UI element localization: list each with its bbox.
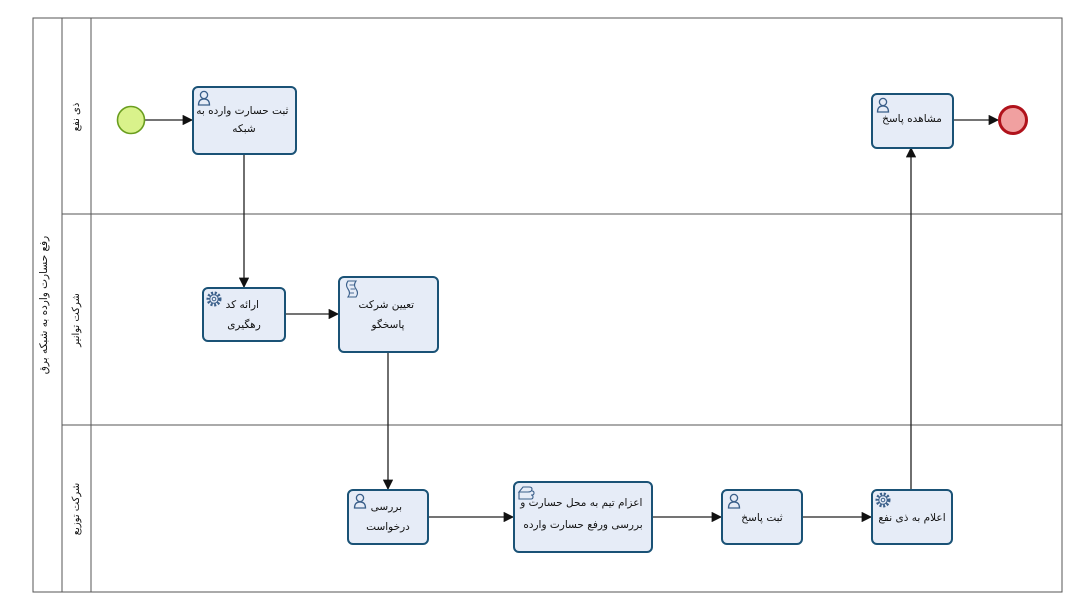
svg-text:اعزام تیم به محل حسارت و: اعزام تیم به محل حسارت و بررسی ورفع حسار… (519, 497, 646, 531)
lane-tavanir: شرکت توانیر (71, 293, 82, 348)
user-icon (197, 90, 211, 106)
script-icon (345, 280, 359, 298)
task-label-line: اعزام تیم به محل حسارت و (519, 497, 642, 509)
user-icon (876, 97, 890, 113)
sequence-flows (145, 114, 1000, 523)
task-dispatch-team[interactable]: اعزام تیم به محل حسارت و بررسی ورفع حسار… (513, 481, 653, 553)
task-label-line: بررسی ورفع حسارت وارده (523, 519, 642, 531)
task-tracking-code[interactable]: ارائه کد رهگیری (202, 287, 286, 342)
pool-border (32, 17, 1063, 593)
task-assign-company[interactable]: تعیین شرکت پاسخگو (338, 276, 439, 353)
svg-text:بررسی درخواست: بررسی درخواست (366, 501, 410, 533)
lane-label: شرکت توانیر (71, 293, 82, 348)
lanes: ذی نفع شرکت توانیر شرکت توزیع (62, 18, 1062, 592)
user-icon (727, 493, 741, 509)
svg-text:تعیین شرکت پاسخگو: تعیین شرکت پاسخگو (359, 299, 418, 331)
task-label-line: پاسخگو (371, 318, 405, 331)
task-label-line: ارائه کد (226, 299, 259, 311)
svg-text:ارائه کد رهگیری: ارائه کد رهگیری (226, 299, 263, 331)
svg-text:اعلام به ذی نفع: اعلام به ذی نفع (878, 512, 945, 524)
task-label-line: مشاهده پاسخ (882, 113, 942, 125)
gear-icon (206, 291, 222, 307)
task-label-line: درخواست (366, 521, 410, 533)
start-event[interactable] (116, 105, 146, 135)
task-label-line: ثبت حسارت وارده به (196, 105, 288, 117)
gear-icon (875, 492, 891, 508)
svg-text:مشاهده پاسخ: مشاهده پاسخ (882, 113, 942, 125)
pool: رفع حسارت وارده به شبکه برق (32, 17, 1063, 593)
svg-text:ثبت پاسخ: ثبت پاسخ (741, 512, 783, 524)
task-review-request[interactable]: بررسی درخواست (347, 489, 429, 545)
pool-title: رفع حسارت وارده به شبکه برق (38, 236, 50, 374)
svg-text:ثبت حسارت وارده به شبکه: ثبت حسارت وارده به شبکه (196, 105, 292, 135)
task-label-line: تعیین شرکت (359, 299, 415, 311)
lane-distribution: شرکت توزیع (71, 483, 82, 536)
task-label-line: شبکه (232, 123, 255, 135)
task-label-line: ثبت پاسخ (741, 512, 783, 524)
lane-beneficiary: ذی نفع (71, 103, 82, 132)
end-event[interactable] (998, 105, 1028, 135)
user-icon (353, 493, 367, 509)
task-label-line: اعلام به ذی نفع (878, 512, 945, 524)
task-register-damage[interactable]: ثبت حسارت وارده به شبکه (192, 86, 297, 155)
task-notify-beneficiary[interactable]: اعلام به ذی نفع (871, 489, 953, 545)
lane-label: ذی نفع (71, 103, 82, 132)
task-view-response[interactable]: مشاهده پاسخ (871, 93, 954, 149)
task-label-line: بررسی (371, 501, 402, 513)
task-register-response[interactable]: ثبت پاسخ (721, 489, 803, 545)
hand-icon (517, 486, 535, 500)
task-label-line: رهگیری (227, 318, 261, 331)
lane-label: شرکت توزیع (71, 483, 82, 536)
